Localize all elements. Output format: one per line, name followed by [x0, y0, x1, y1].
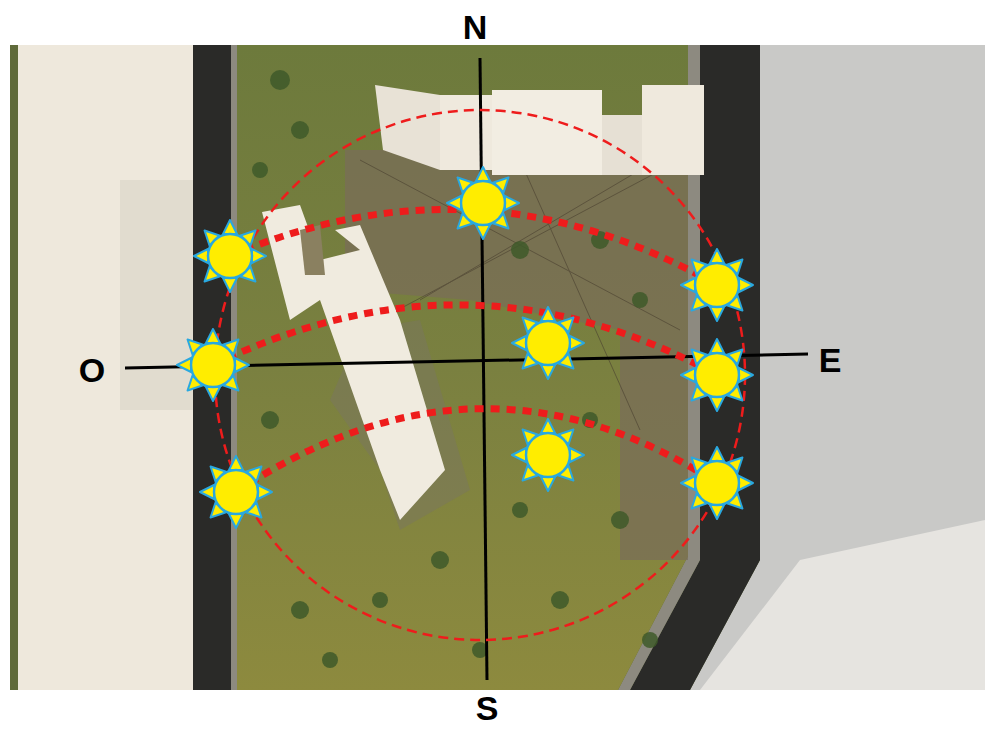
sun-icon — [177, 329, 249, 401]
compass-axes — [125, 58, 808, 680]
sun-ray — [710, 339, 724, 353]
sun-icon — [681, 339, 753, 411]
sun-ray — [541, 365, 555, 379]
sun-ray — [512, 448, 526, 462]
sun-icon — [681, 249, 753, 321]
sun-ray — [223, 220, 237, 234]
compass-letter: E — [819, 343, 842, 377]
compass-letter: N — [463, 10, 488, 44]
sun-ray — [505, 196, 519, 210]
sun-ray — [710, 505, 724, 519]
sun-ray — [223, 278, 237, 292]
sun-ray — [512, 336, 526, 350]
compass-letter: S — [476, 691, 499, 725]
sun-disc — [526, 321, 570, 365]
sun-path-circle — [215, 110, 745, 640]
sun-ray — [206, 387, 220, 401]
sun-disc — [208, 234, 252, 278]
building — [375, 85, 704, 175]
sun-ray — [541, 307, 555, 321]
sun-disc — [461, 181, 505, 225]
sun-ray — [541, 477, 555, 491]
sun-ray — [235, 358, 249, 372]
compass-letter: O — [79, 353, 105, 387]
sun-disc — [695, 353, 739, 397]
sun-disc — [695, 461, 739, 505]
sun-disc — [526, 433, 570, 477]
sun-icon — [681, 447, 753, 519]
sun-ray — [229, 456, 243, 470]
sun-ray — [476, 225, 490, 239]
lawn — [237, 45, 688, 690]
sun-icon — [194, 220, 266, 292]
sun-ray — [681, 368, 695, 382]
sun-icon — [512, 307, 584, 379]
sun-ray — [710, 307, 724, 321]
sun-ray — [681, 278, 695, 292]
sun-ray — [739, 278, 753, 292]
sun-ray — [681, 476, 695, 490]
sun-ray — [739, 476, 753, 490]
sun-disc — [695, 263, 739, 307]
sun-ray — [570, 336, 584, 350]
sun-ray — [739, 368, 753, 382]
sun-ray — [541, 419, 555, 433]
aerial-ground — [10, 45, 985, 690]
sun-ray — [229, 514, 243, 528]
sun-disc — [214, 470, 258, 514]
sun-disc — [191, 343, 235, 387]
sun-ray — [710, 447, 724, 461]
sun-icon — [447, 167, 519, 239]
trees — [252, 70, 658, 668]
sun-icon — [512, 419, 584, 491]
sun-ray — [177, 358, 191, 372]
sun-ray — [570, 448, 584, 462]
sun-path-arcs — [213, 209, 717, 492]
sun-icons — [177, 167, 753, 528]
sun-ray — [258, 485, 272, 499]
building — [262, 205, 470, 530]
shadow — [120, 180, 193, 410]
sun-ray — [252, 249, 266, 263]
sun-ray — [206, 329, 220, 343]
sun-ray — [200, 485, 214, 499]
sun-ray — [194, 249, 208, 263]
sun-icon — [200, 456, 272, 528]
sun-ray — [710, 397, 724, 411]
sun-ray — [447, 196, 461, 210]
sun-ray — [476, 167, 490, 181]
sun-ray — [710, 249, 724, 263]
